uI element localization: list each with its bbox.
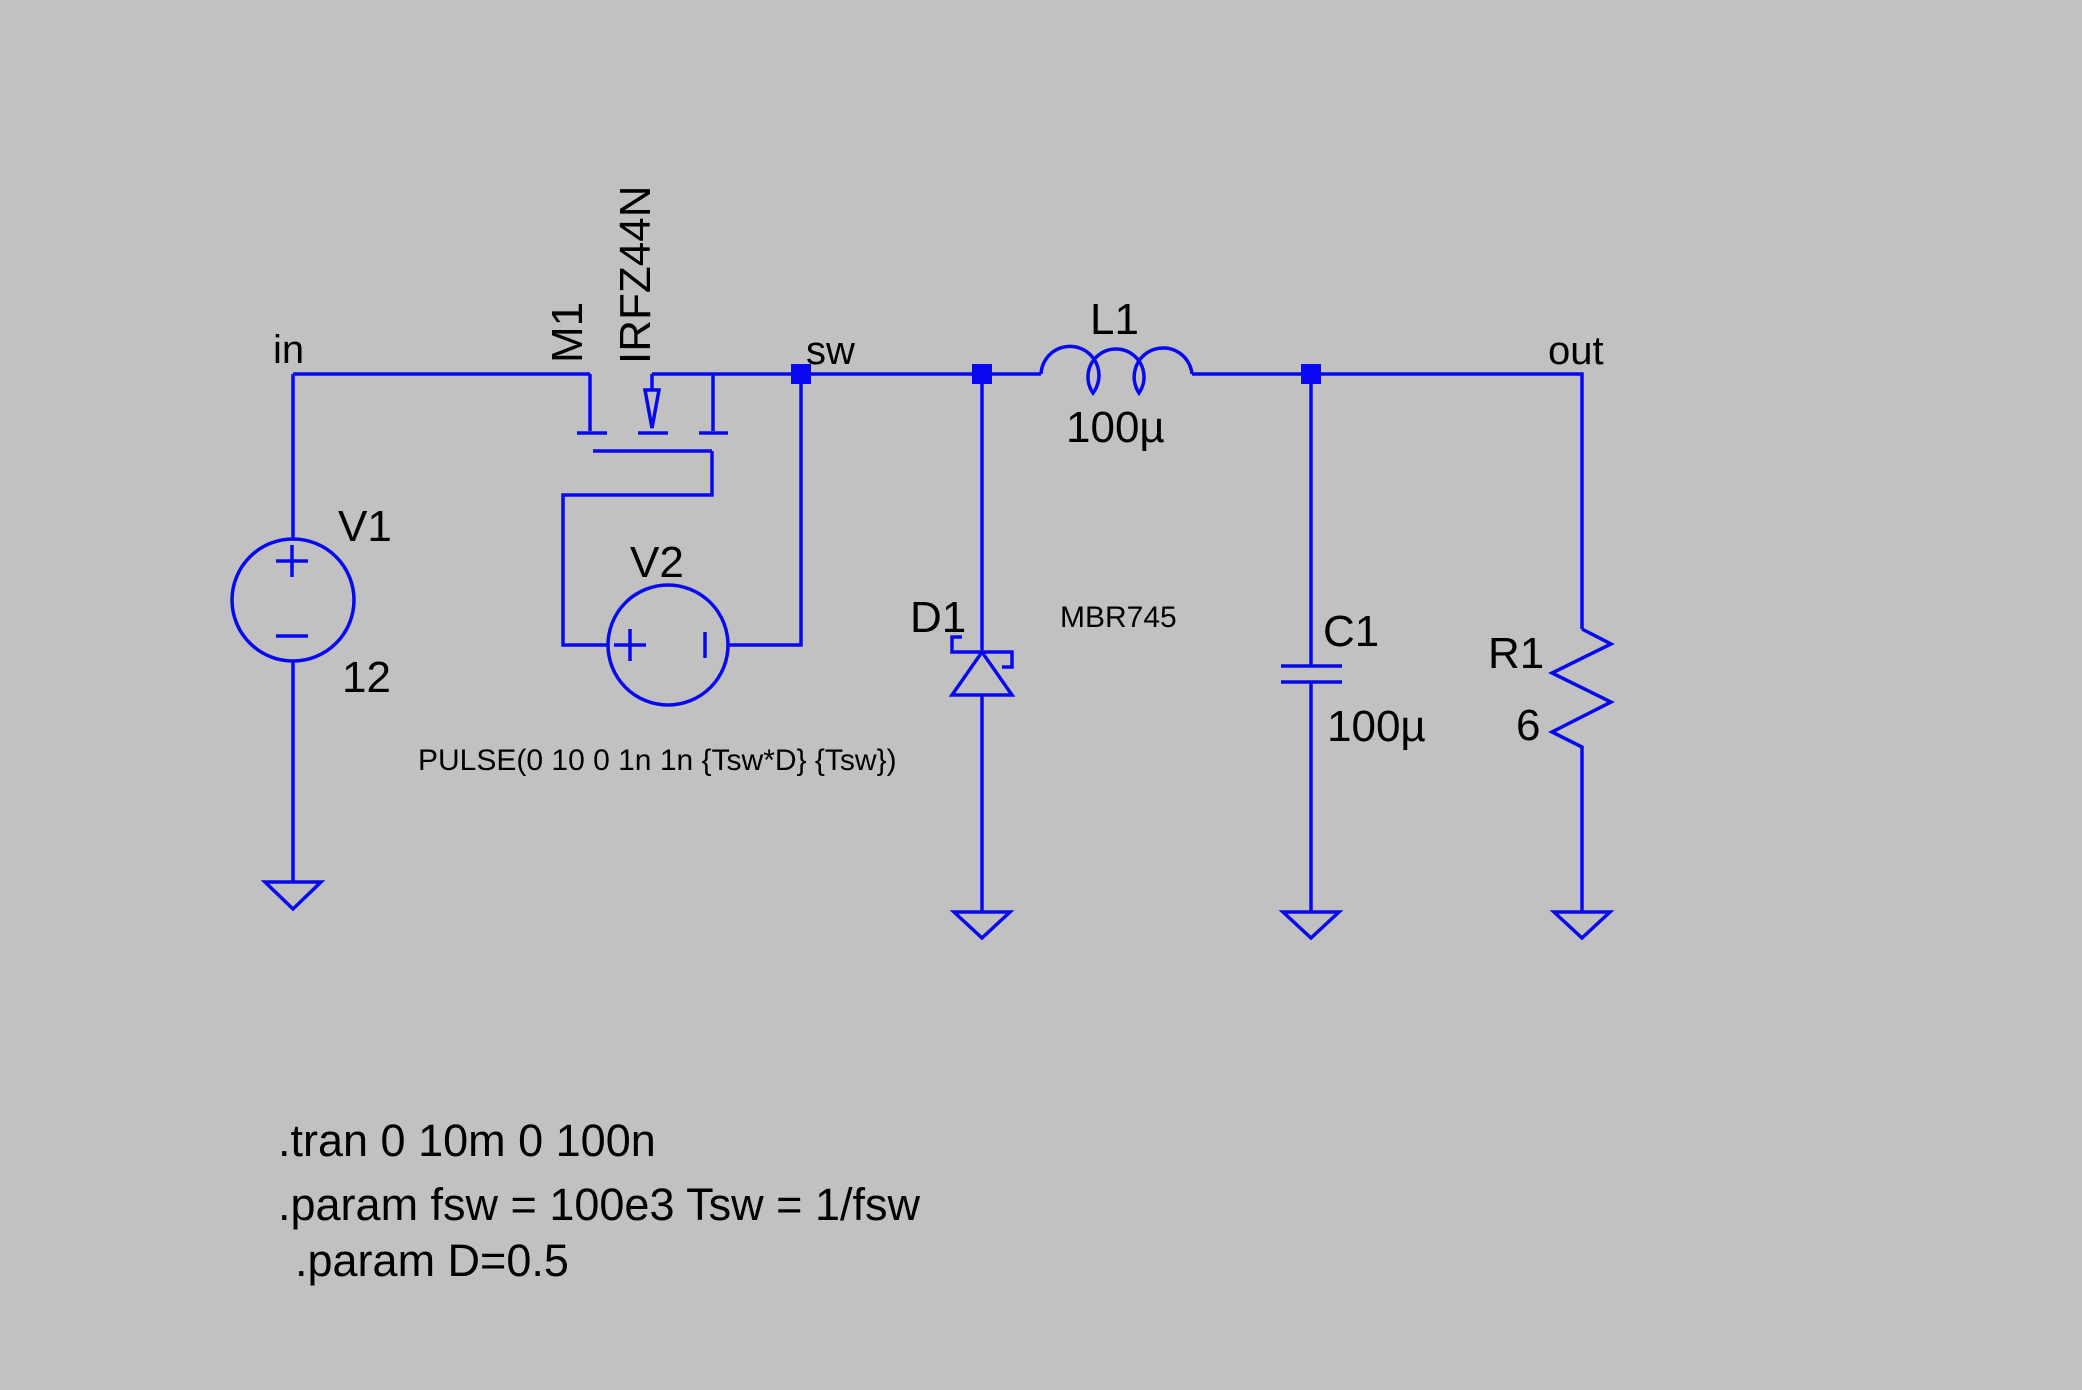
spice-directive-param-fsw[interactable]: .param fsw = 100e3 Tsw = 1/fsw (278, 1179, 920, 1230)
net-label-in[interactable]: in (273, 328, 304, 372)
d1-ref-label[interactable]: D1 (910, 593, 966, 642)
m1-body-arrow-icon (642, 388, 662, 429)
m1-ref-label[interactable]: M1 (543, 302, 592, 363)
v2-plus-icon (614, 629, 646, 661)
ground-icon-r1[interactable] (1549, 910, 1615, 941)
ground-icon-d1[interactable] (949, 910, 1015, 941)
v1-ref-label[interactable]: V1 (338, 502, 392, 551)
d1-model-label[interactable]: MBR745 (1060, 601, 1177, 634)
l1-inductor-symbol[interactable] (1039, 344, 1194, 397)
r1-resistor-symbol[interactable] (1548, 627, 1615, 912)
ground-icon-v1[interactable] (260, 880, 326, 912)
r1-value-label[interactable]: 6 (1516, 701, 1540, 750)
v1-value-label[interactable]: 12 (342, 653, 391, 702)
m1-model-label[interactable]: IRFZ44N (611, 186, 660, 364)
c1-ref-label[interactable]: C1 (1323, 607, 1379, 656)
r1-ref-label[interactable]: R1 (1488, 629, 1544, 678)
spice-directive-tran[interactable]: .tran 0 10m 0 100n (278, 1115, 656, 1166)
m1-nmos-symbol[interactable] (577, 374, 728, 453)
v1-plus-icon (276, 545, 308, 577)
net-label-out[interactable]: out (1548, 329, 1604, 373)
wire-gate-to-v2[interactable] (561, 451, 714, 647)
junction-node-sw[interactable] (791, 364, 811, 384)
net-label-sw[interactable]: sw (806, 329, 855, 373)
l1-ref-label[interactable]: L1 (1090, 295, 1139, 344)
v2-ref-label[interactable]: V2 (630, 538, 684, 587)
junction-node-d1[interactable] (972, 364, 992, 384)
v2-value-label[interactable]: PULSE(0 10 0 1n 1n {Tsw*D} {Tsw}) (418, 744, 897, 777)
wire-out-net[interactable] (1192, 372, 1584, 629)
ground-icon-c1[interactable] (1278, 910, 1344, 941)
junction-node-out[interactable] (1301, 364, 1321, 384)
spice-directive-param-d[interactable]: .param D=0.5 (295, 1235, 569, 1286)
wire-v2-to-sw[interactable] (728, 374, 803, 647)
l1-value-label[interactable]: 100µ (1066, 403, 1165, 452)
c1-value-label[interactable]: 100µ (1327, 702, 1426, 751)
